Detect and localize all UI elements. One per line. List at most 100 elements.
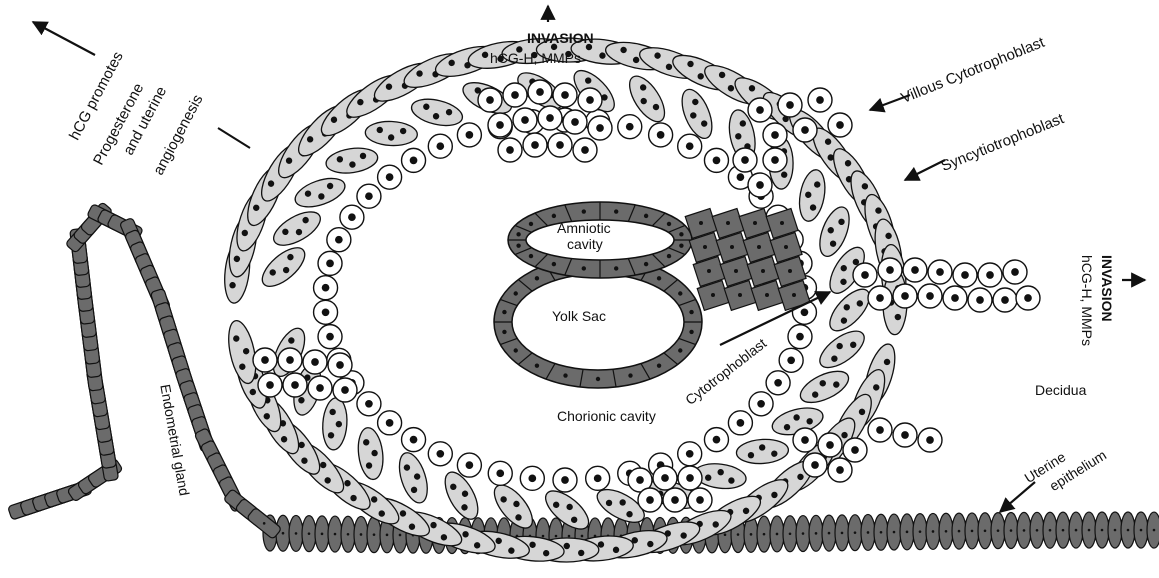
invasion-top-sub-label: hCG-H, MMPs bbox=[490, 50, 581, 66]
amniotic-cavity-label-2: cavity bbox=[567, 236, 603, 252]
embryonic-disc-nucleus bbox=[734, 269, 738, 273]
cytotrophoblast-nucleus bbox=[486, 96, 494, 104]
epithelium-nucleus bbox=[334, 533, 337, 536]
epithelium-nucleus bbox=[568, 535, 571, 538]
cytotrophoblast-nucleus bbox=[771, 156, 779, 164]
cytotrophoblast-nucleus bbox=[626, 123, 634, 131]
epithelium-nucleus bbox=[1010, 529, 1013, 532]
syncytio-nucleus bbox=[564, 543, 570, 549]
cytotrophoblast-nucleus bbox=[546, 114, 554, 122]
cytotrophoblast-nucleus bbox=[741, 156, 749, 164]
cytotrophoblast-nucleus bbox=[311, 358, 319, 366]
amniotic-nucleus bbox=[667, 254, 671, 258]
cytotrophoblast-nucleus bbox=[335, 236, 343, 244]
cytotrophoblast-nucleus bbox=[410, 157, 418, 165]
cytotrophoblast-nucleus bbox=[801, 126, 809, 134]
epithelium-nucleus bbox=[828, 532, 831, 535]
cytotrophoblast-nucleus bbox=[936, 268, 944, 276]
yolk-sac-nucleus bbox=[628, 373, 632, 377]
epithelium-nucleus bbox=[308, 532, 311, 535]
epithelium-nucleus bbox=[399, 534, 402, 537]
embryo-structures bbox=[494, 202, 810, 388]
cytotrophoblast-nucleus bbox=[986, 271, 994, 279]
amniotic-nucleus bbox=[679, 243, 683, 247]
cytotrophoblast-nucleus bbox=[561, 476, 569, 484]
cytotrophoblast-nucleus bbox=[531, 141, 539, 149]
cytotrophoblast-nucleus bbox=[976, 296, 984, 304]
epithelium-nucleus bbox=[1049, 529, 1052, 532]
epithelium-nucleus bbox=[932, 530, 935, 533]
epithelium-nucleus bbox=[555, 535, 558, 538]
epithelium-nucleus bbox=[763, 533, 766, 536]
embryonic-disc-nucleus bbox=[703, 245, 707, 249]
syncytio-cell bbox=[814, 324, 870, 374]
epithelium-nucleus bbox=[1075, 529, 1078, 532]
epithelium-nucleus bbox=[919, 530, 922, 533]
cytotrophoblast-nucleus bbox=[365, 192, 373, 200]
hcg-pointer-line bbox=[218, 128, 250, 148]
syncytio-cell bbox=[268, 205, 325, 252]
cytotrophoblast-nucleus bbox=[826, 441, 834, 449]
cytotrophoblast-nucleus bbox=[571, 118, 579, 126]
cytotrophoblast-nucleus bbox=[774, 379, 782, 387]
epithelium-nucleus bbox=[854, 531, 857, 534]
cytotrophoblast-nucleus bbox=[636, 476, 644, 484]
cytotrophoblast-nucleus bbox=[686, 474, 694, 482]
cytotrophoblast-nucleus bbox=[861, 271, 869, 279]
amniotic-nucleus bbox=[516, 232, 520, 236]
amniotic-nucleus bbox=[679, 232, 683, 236]
syncytio-cell bbox=[324, 145, 379, 176]
syncytio-arrow bbox=[905, 160, 945, 180]
cytotrophoblast-nucleus bbox=[386, 173, 394, 181]
syncytio-body bbox=[224, 318, 261, 386]
amniotic-nucleus bbox=[667, 222, 671, 226]
embryonic-disc-nucleus bbox=[730, 245, 734, 249]
invasion-right-sub-label: hCG-H, MMPs bbox=[1079, 255, 1095, 346]
cytotrophoblast-nucleus bbox=[836, 121, 844, 129]
cytotrophoblast-nucleus bbox=[911, 266, 919, 274]
embryonic-disc-nucleus bbox=[707, 269, 711, 273]
cytotrophoblast-nucleus bbox=[696, 496, 704, 504]
syncytio-cell bbox=[676, 85, 718, 142]
yolk-sac-nucleus bbox=[502, 330, 506, 334]
cytotrophoblast-nucleus bbox=[348, 213, 356, 221]
syncytio-cell bbox=[439, 467, 485, 524]
cytotrophoblast-nucleus bbox=[291, 381, 299, 389]
cytotrophoblast-nucleus bbox=[757, 400, 765, 408]
cytotrophoblast-nucleus bbox=[671, 496, 679, 504]
yolk-sac-nucleus bbox=[535, 276, 539, 280]
syncytio-nucleus bbox=[578, 550, 584, 556]
embryonic-disc-nucleus bbox=[711, 293, 715, 297]
epithelium-nucleus bbox=[542, 535, 545, 538]
embryonic-disc-nucleus bbox=[780, 221, 784, 225]
embryonic-disc-nucleus bbox=[738, 293, 742, 297]
syncytio-cell bbox=[409, 95, 465, 130]
cytotrophoblast-nucleus bbox=[1024, 294, 1032, 302]
amniotic-nucleus bbox=[614, 209, 618, 213]
cytotrophoblast-nucleus bbox=[926, 292, 934, 300]
amniotic-nucleus bbox=[582, 266, 586, 270]
cytotrophoblast-nucleus bbox=[365, 400, 373, 408]
embryonic-disc-nucleus bbox=[788, 269, 792, 273]
cytotrophoblast-nucleus bbox=[322, 284, 330, 292]
cytotrophoblast-nucleus bbox=[466, 131, 474, 139]
epithelium-nucleus bbox=[906, 531, 909, 534]
syncytio-body bbox=[365, 120, 418, 146]
epithelium-nucleus bbox=[321, 533, 324, 536]
epithelium-nucleus bbox=[347, 533, 350, 536]
cytotrophoblast-nucleus bbox=[528, 474, 536, 482]
epithelium-nucleus bbox=[880, 531, 883, 534]
syncytio-cell bbox=[736, 438, 789, 465]
syncytio-body bbox=[394, 449, 433, 506]
cytotrophoblast-nucleus bbox=[737, 419, 745, 427]
epithelium-nucleus bbox=[295, 532, 298, 535]
epithelium-nucleus bbox=[945, 530, 948, 533]
epithelium-nucleus bbox=[893, 531, 896, 534]
yolk-sac-nucleus bbox=[678, 348, 682, 352]
epithelium-nucleus bbox=[1127, 529, 1130, 532]
gland-nucleus bbox=[263, 522, 266, 525]
cytotrophoblast-nucleus bbox=[316, 384, 324, 392]
epithelium-nucleus bbox=[282, 532, 285, 535]
epithelium-nucleus bbox=[841, 532, 844, 535]
